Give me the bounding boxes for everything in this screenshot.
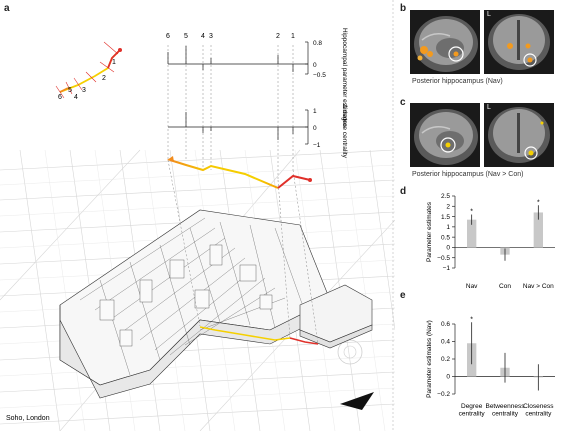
top-plot — [167, 41, 309, 75]
chart-e-ytick-label: 0.2 — [441, 356, 450, 363]
mri-c-sagittal — [410, 103, 480, 167]
chart-d-category-label: Nav > Con — [523, 283, 554, 290]
panel-letter-e: e — [400, 290, 406, 301]
chart-e-category-label: Betweenness — [485, 403, 525, 410]
chart-e-ytick-label: −0.2 — [437, 391, 450, 398]
inset-num-1: 1 — [112, 59, 116, 66]
mid-plot — [168, 109, 309, 145]
chart-d-ytick-label: 2.5 — [441, 193, 450, 200]
building-texture — [79, 217, 306, 376]
mri-c-side-label: L — [487, 104, 491, 111]
chart-e-category-label: centrality — [492, 411, 519, 418]
chart-d-ytick-label: 1.5 — [441, 214, 450, 221]
route-path-map — [199, 326, 291, 341]
chart-e-significance-marker: * — [470, 316, 473, 323]
panel-letter-a: a — [4, 3, 10, 14]
route-num-6: 6 — [166, 33, 170, 40]
route-profile-end-dot — [308, 178, 312, 182]
route-profile-end — [277, 174, 311, 189]
panel-b-caption: Posterior hippocampus (Nav) — [412, 78, 503, 85]
inset-num-3: 3 — [82, 87, 86, 94]
route-profile-start-marker — [167, 156, 174, 162]
inset-num-6: 6 — [58, 94, 62, 101]
chart-e-ylabel: Parameter estimates (Nav) — [426, 320, 433, 398]
chart-d-ylabel: Parameter estimates — [426, 201, 433, 262]
mri-c-coronal: L — [484, 103, 554, 167]
mid-tick-3: −1 — [313, 142, 321, 149]
inset-num-5: 5 — [68, 87, 72, 94]
panel-c-caption: Posterior hippocampus (Nav > Con) — [412, 171, 524, 178]
chart-d-category-label: Con — [499, 283, 511, 290]
plaza-circle — [337, 339, 363, 365]
panel-a-figure: 6 5 4 3 2 1 0.8 0 −0.5 Hippocampal param… — [0, 0, 395, 431]
chart-e: Parameter estimates (Nav) 0.6 0.4 0.2 0 −0.2 *… — [426, 316, 555, 418]
chart-e-category-label: Degree — [461, 403, 483, 410]
panel-letter-c: c — [400, 97, 406, 108]
mri-b-sagittal — [410, 10, 480, 74]
building-boxes — [99, 244, 273, 347]
route-profile-line — [169, 159, 279, 189]
mid-tick-1: 1 — [313, 108, 317, 115]
chart-d-significance-marker: * — [470, 209, 473, 216]
chart-d: Parameter estimates 2.5 2 1.5 1 0.5 0 −0.5 −1 * Na… — [426, 193, 555, 290]
chart-d-ytick-label: 0 — [446, 245, 450, 252]
mri-b-coronal: L — [484, 10, 554, 74]
chart-d-significance-marker: * — [537, 199, 540, 206]
chart-d-ytick-label: −1 — [443, 265, 451, 272]
chart-d-bar — [533, 212, 543, 248]
chart-d-ytick-label: 0.5 — [441, 234, 450, 241]
inset-num-4: 4 — [74, 94, 78, 101]
chart-d-ytick-label: −0.5 — [437, 255, 450, 262]
route-num-3: 3 — [209, 33, 213, 40]
plaza-circle-inner — [343, 345, 357, 359]
top-plot-ylabel: Hippocampal parameter estimates — [341, 28, 348, 128]
annex-buildings — [299, 284, 373, 349]
chart-d-category-label: Nav — [466, 283, 478, 290]
location-label: Soho, London — [6, 415, 50, 422]
inset-route — [55, 41, 122, 99]
chart-e-category-label: Closeness — [523, 403, 554, 410]
panel-letter-d: d — [400, 186, 407, 197]
route-num-4: 4 — [201, 33, 205, 40]
chart-e-ytick-label: 0.6 — [441, 321, 450, 328]
chart-d-bar — [467, 219, 477, 248]
chart-e-ytick-label: 0.4 — [441, 339, 450, 346]
north-arrow-icon — [340, 392, 374, 410]
inset-num-2: 2 — [102, 75, 106, 82]
top-tick-1: 0.8 — [313, 40, 322, 47]
chart-e-category-label: centrality — [459, 411, 486, 418]
top-tick-2: 0 — [313, 62, 317, 69]
panel-letter-b: b — [400, 3, 407, 14]
chart-d-ytick-label: 2 — [446, 203, 450, 210]
route-num-2: 2 — [276, 33, 280, 40]
mid-plot-ylabel: Δ degree centrality — [341, 104, 348, 159]
chart-e-ytick-label: 0 — [446, 374, 450, 381]
route-path-map-end — [289, 337, 319, 345]
chart-e-category-label: centrality — [525, 411, 552, 418]
route-num-5: 5 — [184, 33, 188, 40]
mid-tick-2: 0 — [313, 125, 317, 132]
mri-b-side-label: L — [487, 11, 491, 18]
top-tick-3: −0.5 — [313, 72, 326, 79]
route-num-1: 1 — [291, 33, 295, 40]
chart-d-ytick-label: 1 — [446, 224, 450, 231]
